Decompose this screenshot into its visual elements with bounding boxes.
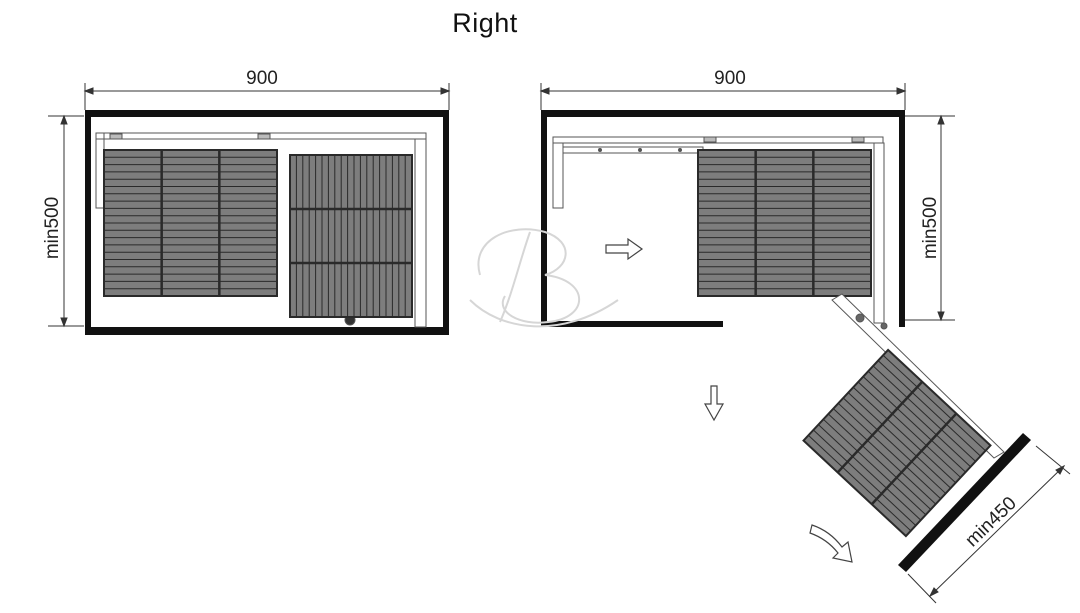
arrow-swing-icon <box>809 524 853 563</box>
right-width-label: 900 <box>714 68 746 89</box>
watermark-logo <box>469 228 619 328</box>
left-depth-label: min500 <box>42 197 63 259</box>
left-width-label: 900 <box>246 68 278 89</box>
left-basket-vertical <box>289 154 413 318</box>
right-basket-inside <box>697 149 872 297</box>
left-depth-dimension <box>48 114 84 328</box>
right-diagram: 900 min500 <box>539 68 1071 604</box>
left-diagram: 900 min500 <box>42 68 451 335</box>
right-width-dimension <box>539 83 907 110</box>
right-depth-dimension <box>905 114 955 322</box>
arrow-right-icon <box>605 237 644 261</box>
swing-door-panel <box>898 433 1031 572</box>
right-basket-swung-out <box>802 348 992 538</box>
left-width-dimension <box>83 83 451 110</box>
left-basket-horizontal <box>103 149 278 297</box>
arrow-down-icon <box>703 385 725 422</box>
left-cabinet-frame <box>85 110 449 335</box>
right-cabinet-frame <box>541 110 905 327</box>
diagram-title: Right <box>452 8 518 38</box>
door-dimension <box>907 445 1071 604</box>
right-depth-label: min500 <box>920 197 941 259</box>
